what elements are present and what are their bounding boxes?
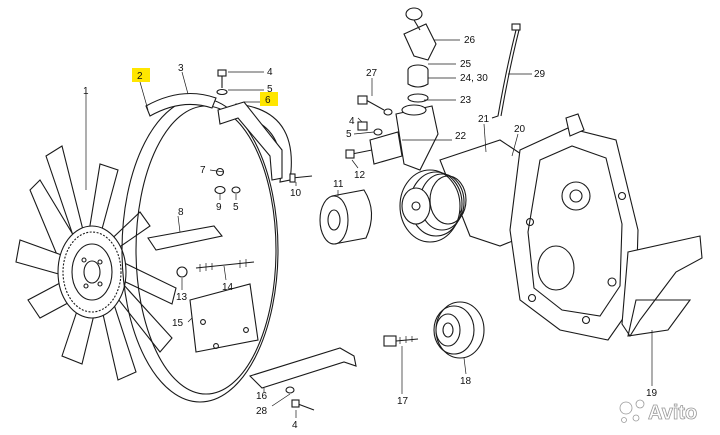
leader-lines (85, 39, 653, 418)
callout-14[interactable]: 14 (222, 282, 234, 293)
callout-18[interactable]: 18 (460, 376, 472, 387)
callout-2[interactable]: 2 (137, 71, 143, 82)
callout-4-mid[interactable]: 4 (349, 116, 355, 127)
fan-clutch (319, 189, 373, 245)
callout-16[interactable]: 16 (256, 391, 268, 402)
callout-23[interactable]: 23 (460, 95, 472, 106)
callout-26[interactable]: 26 (464, 35, 476, 46)
coolant-hose (491, 23, 521, 119)
fan-assembly (15, 145, 177, 381)
avito-logo-icon (619, 399, 645, 423)
callout-6[interactable]: 6 (265, 95, 271, 106)
callout-13[interactable]: 13 (176, 292, 188, 303)
bracket-parts (147, 101, 357, 389)
highlight-box-2 (132, 68, 150, 82)
watermark: Avito (619, 399, 698, 424)
callout-27[interactable]: 27 (366, 68, 378, 79)
fan-shroud-ring (121, 93, 292, 403)
callout-11[interactable]: 11 (333, 179, 344, 190)
shield-plate (621, 235, 703, 338)
callout-9[interactable]: 9 (216, 202, 222, 213)
callout-29[interactable]: 29 (534, 69, 546, 80)
thermostat-parts (403, 7, 437, 103)
fasteners (176, 69, 419, 411)
callout-4[interactable]: 4 (267, 67, 273, 78)
callout-25[interactable]: 25 (460, 59, 472, 70)
callout-19[interactable]: 19 (646, 388, 658, 399)
callout-5-lower[interactable]: 5 (233, 202, 239, 213)
callout-8[interactable]: 8 (178, 207, 184, 218)
callout-7[interactable]: 7 (200, 165, 206, 176)
callout-22[interactable]: 22 (455, 131, 467, 142)
timing-cover (509, 113, 639, 341)
callout-12[interactable]: 12 (354, 170, 366, 181)
watermark-text: Avito (648, 402, 697, 424)
idler-pulley (433, 301, 485, 359)
callout-5[interactable]: 5 (267, 84, 273, 95)
callout-5-mid[interactable]: 5 (346, 129, 352, 140)
callout-10[interactable]: 10 (290, 188, 302, 199)
callout-21[interactable]: 21 (478, 114, 490, 125)
callout-15[interactable]: 15 (172, 318, 184, 329)
callout-4-bottom[interactable]: 4 (292, 420, 298, 431)
callout-1[interactable]: 1 (83, 86, 89, 97)
callout-28[interactable]: 28 (256, 406, 268, 417)
callout-20[interactable]: 20 (514, 124, 526, 135)
callout-24-30[interactable]: 24, 30 (460, 73, 488, 84)
highlight-box-6 (260, 92, 278, 106)
callout-17[interactable]: 17 (397, 396, 409, 407)
callout-3[interactable]: 3 (178, 63, 184, 74)
callout-labels: 1 2 3 4 5 6 7 9 5 10 8 11 12 13 14 15 16… (83, 35, 658, 431)
